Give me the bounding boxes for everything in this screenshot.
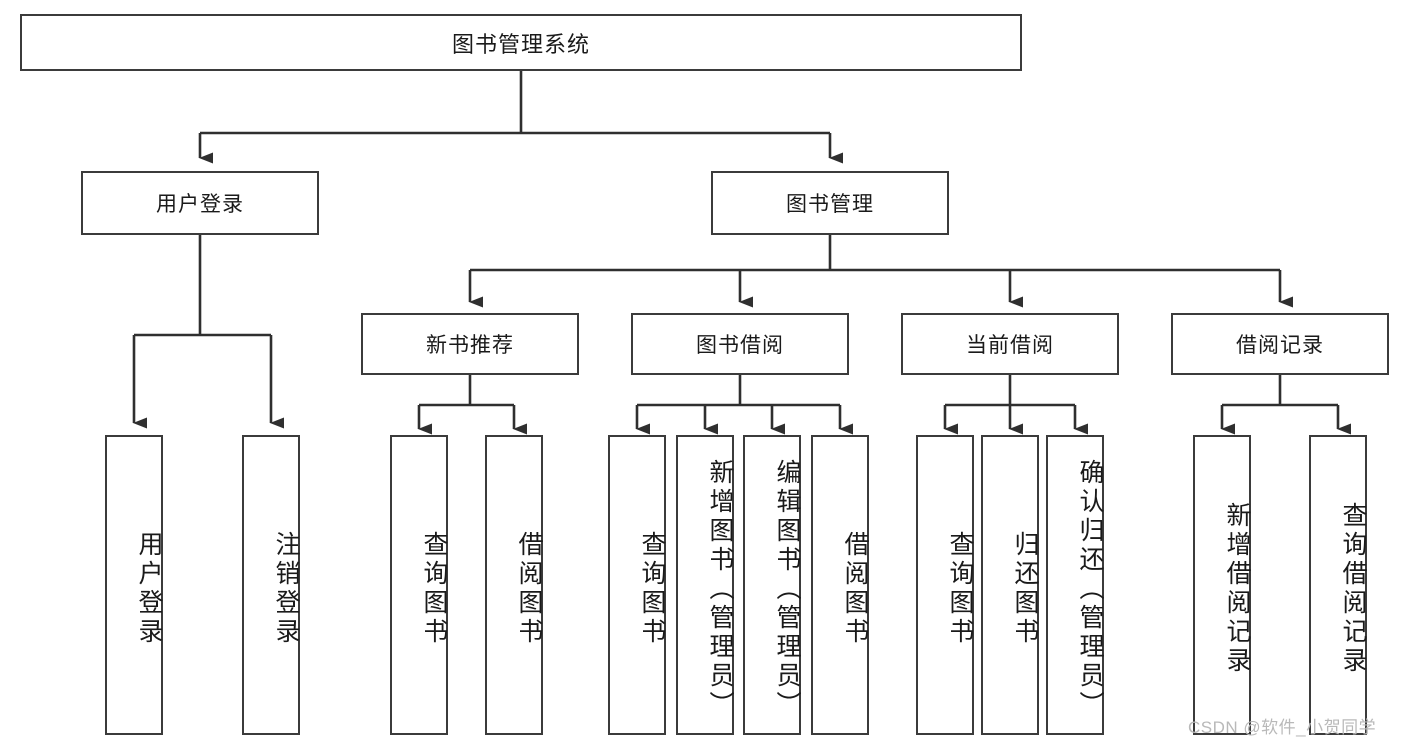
node-label: 查询图书 <box>946 531 974 647</box>
leaf-edit-book-admin[interactable]: 编辑图书（管理员） <box>743 435 801 735</box>
node-label: 借阅图书 <box>841 531 869 647</box>
node-label: 借阅记录 <box>1236 334 1324 357</box>
node-user-login[interactable]: 用户登录 <box>81 171 319 235</box>
node-new-book-recommend[interactable]: 新书推荐 <box>361 313 579 375</box>
node-label: 确认归还（管理员） <box>1076 458 1104 720</box>
leaf-logout[interactable]: 注销登录 <box>242 435 300 735</box>
leaf-query-book-recommend[interactable]: 查询图书 <box>390 435 448 735</box>
node-label: 新增图书（管理员） <box>706 458 734 720</box>
node-label: 注销登录 <box>272 531 300 647</box>
node-borrow-record[interactable]: 借阅记录 <box>1171 313 1389 375</box>
node-label: 用户登录 <box>156 193 244 216</box>
node-book-borrow[interactable]: 图书借阅 <box>631 313 849 375</box>
node-book-management[interactable]: 图书管理 <box>711 171 949 235</box>
leaf-query-book-borrow[interactable]: 查询图书 <box>608 435 666 735</box>
node-current-borrow[interactable]: 当前借阅 <box>901 313 1119 375</box>
node-label: 借阅图书 <box>515 531 543 647</box>
node-label: 编辑图书（管理员） <box>773 458 801 720</box>
node-label: 图书管理系统 <box>451 31 590 57</box>
node-label: 查询图书 <box>638 531 666 647</box>
leaf-return-book[interactable]: 归还图书 <box>981 435 1039 735</box>
leaf-confirm-return-admin[interactable]: 确认归还（管理员） <box>1046 435 1104 735</box>
node-label: 新书推荐 <box>426 334 514 357</box>
leaf-add-book-admin[interactable]: 新增图书（管理员） <box>676 435 734 735</box>
leaf-borrow-book-recommend[interactable]: 借阅图书 <box>485 435 543 735</box>
node-label: 查询图书 <box>420 531 448 647</box>
node-root-book-management-system[interactable]: 图书管理系统 <box>20 14 1022 71</box>
node-label: 归还图书 <box>1011 531 1039 647</box>
node-label: 查询借阅记录 <box>1339 502 1367 676</box>
leaf-borrow-book[interactable]: 借阅图书 <box>811 435 869 735</box>
watermark: CSDN @软件_小贺同学 <box>1188 718 1377 737</box>
node-label: 用户登录 <box>135 531 163 647</box>
node-label: 当前借阅 <box>966 334 1054 357</box>
leaf-query-book-current[interactable]: 查询图书 <box>916 435 974 735</box>
leaf-add-borrow-record[interactable]: 新增借阅记录 <box>1193 435 1251 735</box>
leaf-query-borrow-record[interactable]: 查询借阅记录 <box>1309 435 1367 735</box>
node-label: 图书借阅 <box>696 334 784 357</box>
node-label: 图书管理 <box>786 193 874 216</box>
node-label: 新增借阅记录 <box>1223 502 1251 676</box>
leaf-user-login[interactable]: 用户登录 <box>105 435 163 735</box>
